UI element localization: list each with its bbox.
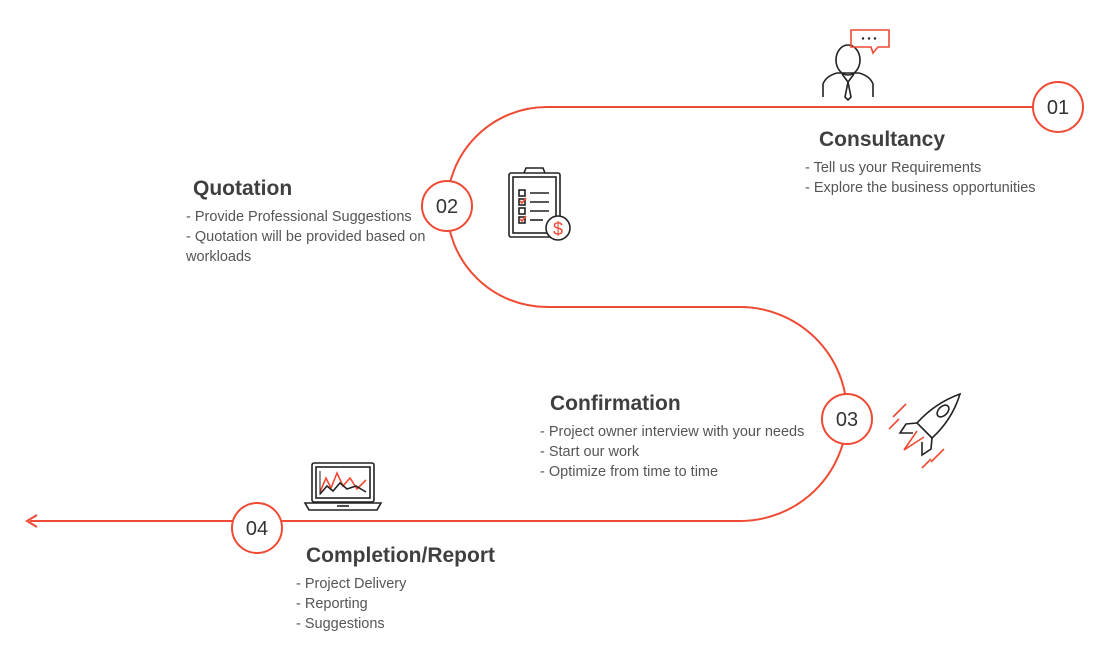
- step-completion-report: Completion/Report - Project Delivery - R…: [296, 544, 495, 634]
- step-number-02: 02: [436, 196, 458, 218]
- step-marker-04: 04: [231, 502, 283, 554]
- step-title: Completion/Report: [306, 544, 495, 567]
- list-item: - Suggestions: [296, 616, 385, 632]
- step-confirmation: Confirmation - Project owner interview w…: [540, 392, 804, 482]
- step-consultancy: Consultancy - Tell us your Requirements …: [805, 128, 1036, 198]
- list-item: - Provide Professional Suggestions: [186, 209, 412, 225]
- flow-path: [30, 106, 1058, 522]
- rocket-icon: [888, 392, 962, 469]
- step-number-03: 03: [836, 409, 858, 431]
- step-number-04: 04: [246, 518, 268, 540]
- list-item: - Reporting: [296, 596, 368, 612]
- step-title: Quotation: [193, 177, 293, 200]
- step-items: - Tell us your Requirements - Explore th…: [805, 158, 1036, 198]
- clipboard-dollar-icon: $: [508, 167, 571, 241]
- list-item: - Start our work: [540, 444, 640, 460]
- arrow-head-icon: [25, 514, 38, 528]
- step-number-01: 01: [1047, 97, 1069, 119]
- step-title: Confirmation: [550, 392, 681, 415]
- step-marker-01: 01: [1032, 81, 1084, 133]
- list-item: - Quotation will be provided based on wo…: [186, 229, 426, 265]
- svg-text:$: $: [553, 219, 563, 239]
- step-quotation: Quotation - Provide Professional Suggest…: [186, 177, 426, 267]
- consultant-speech-icon: [822, 29, 890, 102]
- list-item: - Optimize from time to time: [540, 464, 719, 480]
- step-items: - Provide Professional Suggestions - Quo…: [186, 207, 426, 267]
- step-marker-02: 02: [421, 180, 473, 232]
- list-item: - Project Delivery: [296, 576, 407, 592]
- list-item: - Explore the business opportunities: [805, 180, 1036, 196]
- step-items: - Project Delivery - Reporting - Suggest…: [296, 574, 495, 634]
- list-item: - Project owner interview with your need…: [540, 424, 805, 440]
- step-items: - Project owner interview with your need…: [540, 422, 804, 482]
- laptop-chart-icon: [303, 462, 383, 511]
- step-marker-03: 03: [821, 393, 873, 445]
- list-item: - Tell us your Requirements: [805, 160, 982, 176]
- step-title: Consultancy: [819, 128, 946, 151]
